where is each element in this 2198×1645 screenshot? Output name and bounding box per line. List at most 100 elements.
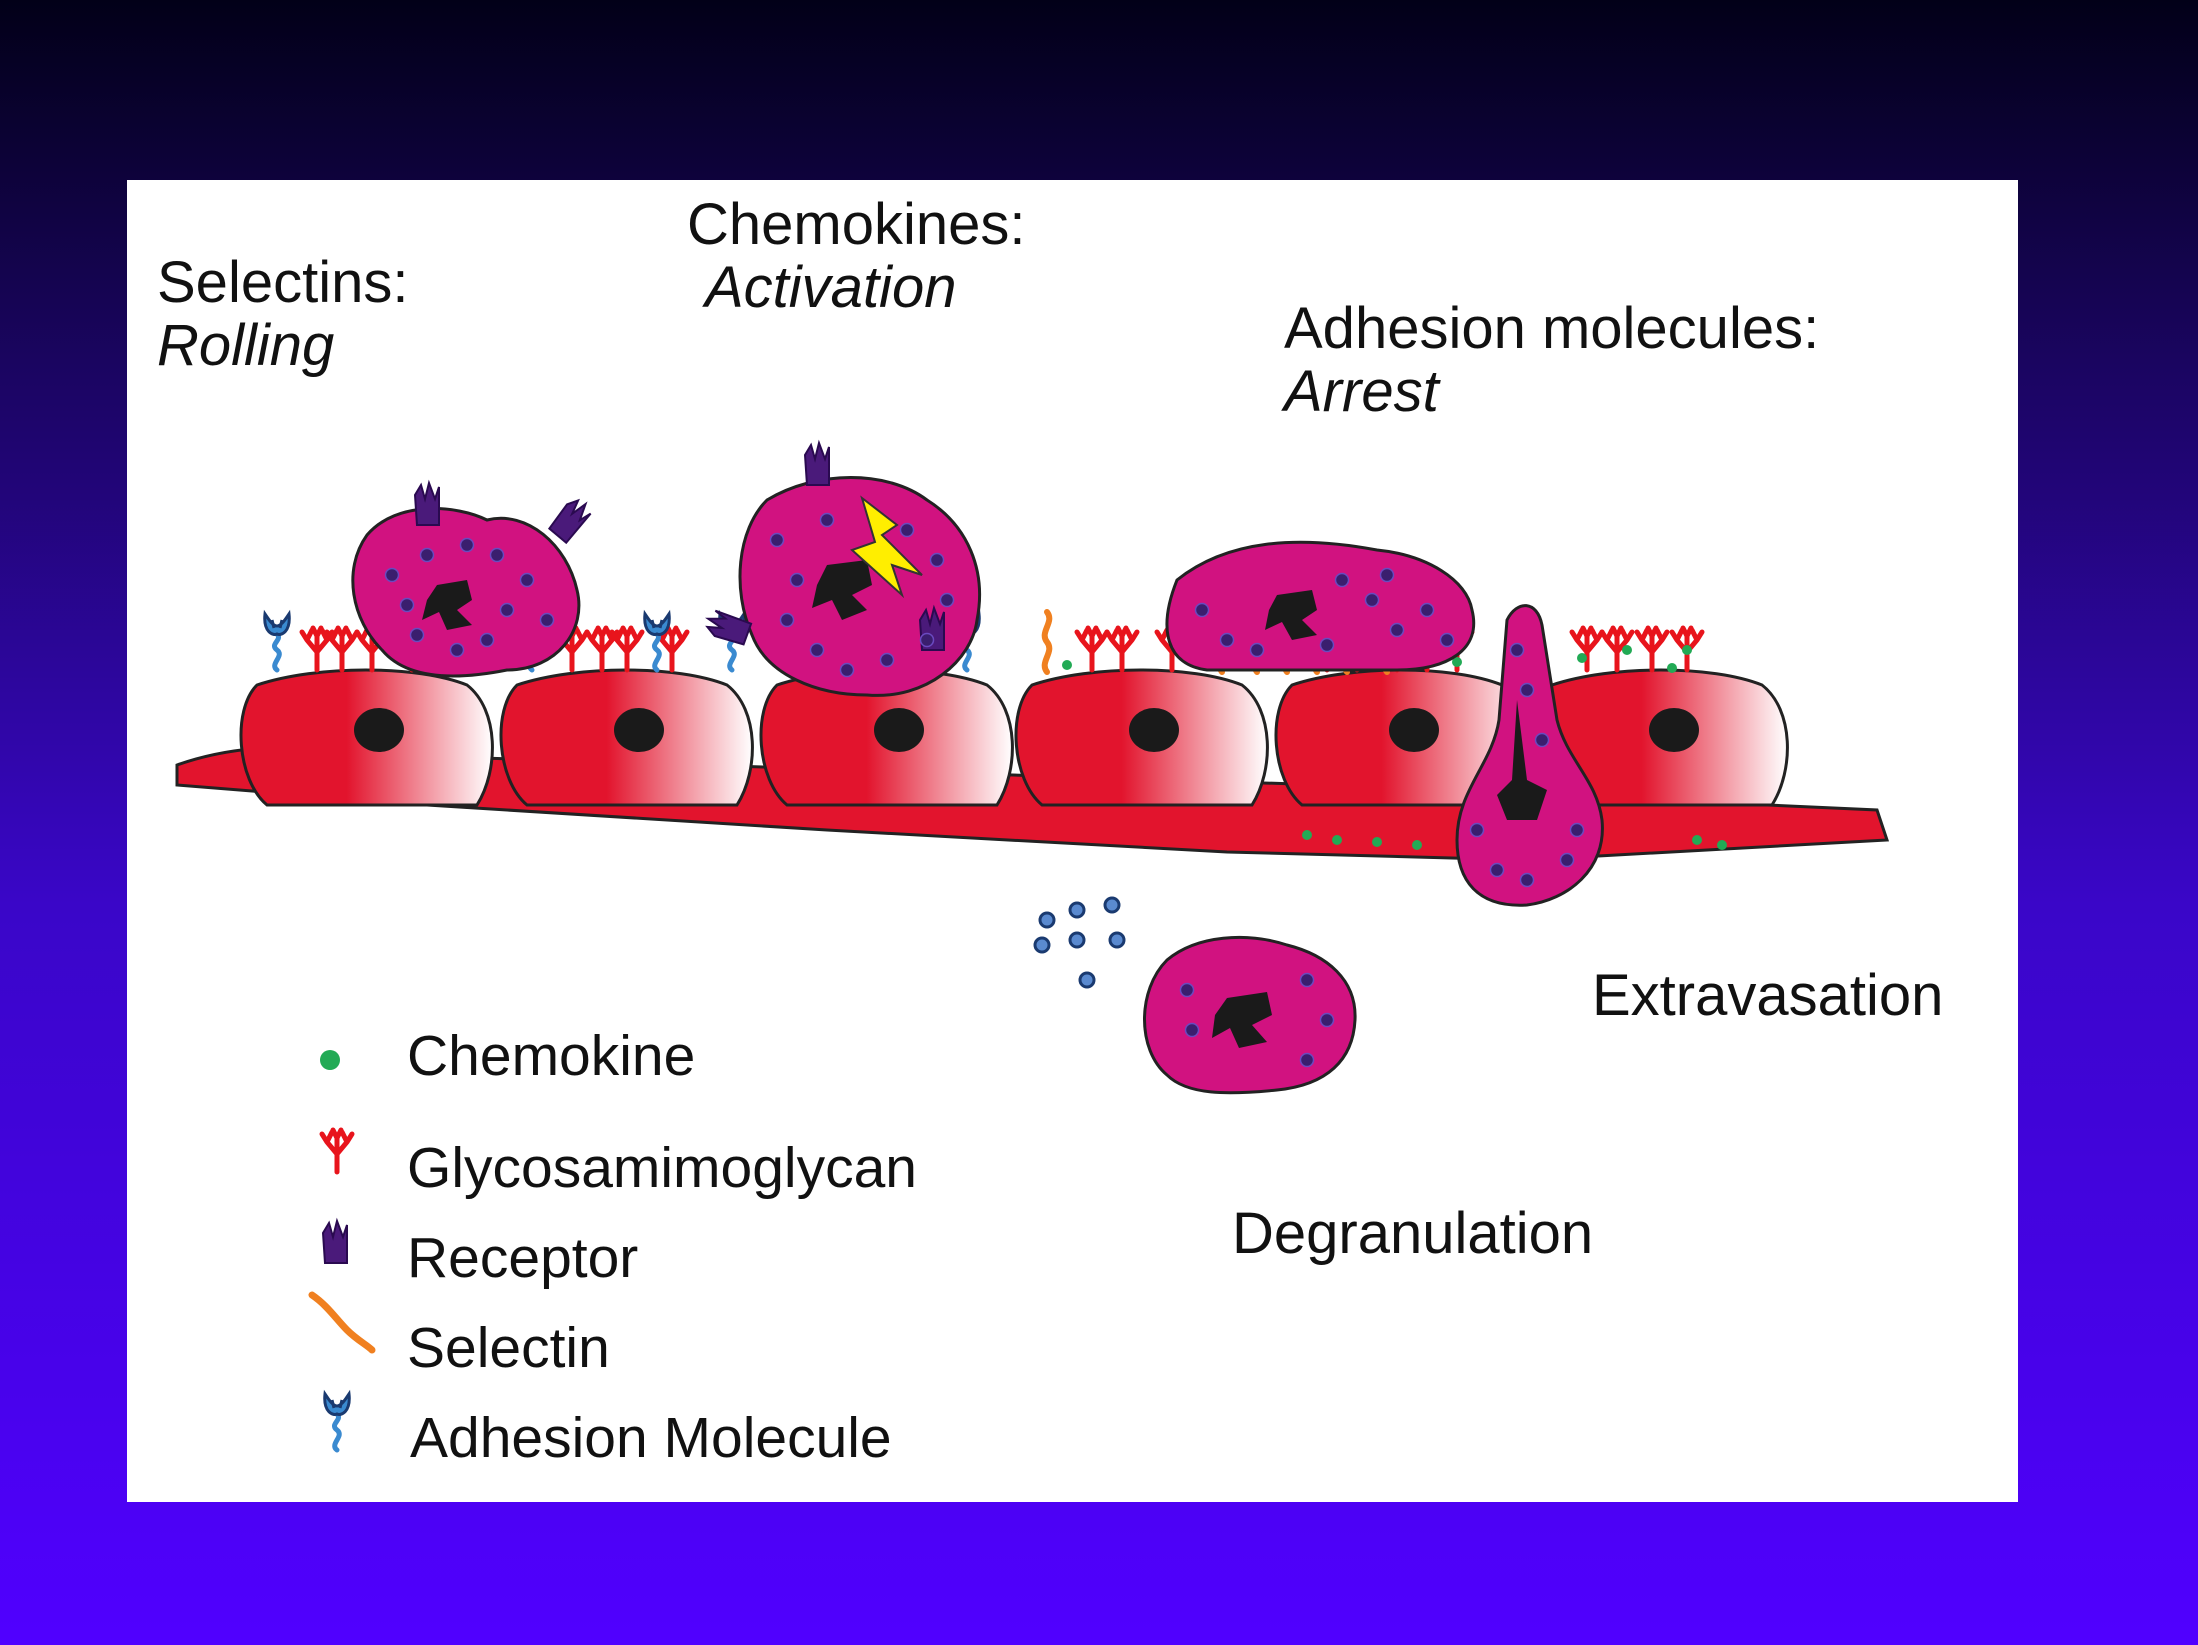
granule <box>1389 622 1405 638</box>
chemokine-dot <box>1302 830 1312 840</box>
nucleus <box>354 708 404 752</box>
leukocyte-granules <box>384 512 1585 1068</box>
granule <box>1334 572 1350 588</box>
leukocyte-recruitment-diagram <box>175 442 1890 1502</box>
chemokine-dot <box>1622 645 1632 655</box>
granule <box>449 642 465 658</box>
legend-symbols <box>308 1050 376 1450</box>
chemokine-dot <box>1372 837 1382 847</box>
granule <box>939 592 955 608</box>
chemokine-dot <box>1667 663 1677 673</box>
granule <box>409 627 425 643</box>
granule <box>1184 1022 1200 1038</box>
granule <box>1249 642 1265 658</box>
nucleus <box>614 708 664 752</box>
gag-molecule <box>1572 628 1602 670</box>
legend-chemokine: Chemokine <box>407 1024 696 1088</box>
gag-icon <box>322 1130 352 1172</box>
chemokine-dot <box>1577 653 1587 663</box>
gag-molecule <box>1637 628 1667 670</box>
lightning-icon <box>850 495 923 599</box>
granule <box>1534 732 1550 748</box>
granule <box>1419 602 1435 618</box>
selectins-label: Selectins: Rolling <box>157 250 409 378</box>
chemokine-dot <box>1717 840 1727 850</box>
activated-leukocyte <box>702 442 982 697</box>
granule <box>489 547 505 563</box>
released-granule <box>1068 901 1086 919</box>
granule <box>1469 822 1485 838</box>
granule <box>929 552 945 568</box>
granule <box>459 537 475 553</box>
receptor-icon <box>322 1220 348 1264</box>
granule <box>839 662 855 678</box>
chemokine-icon <box>320 1050 340 1070</box>
gag-molecule <box>1107 628 1137 670</box>
granule <box>1489 862 1505 878</box>
nucleus <box>874 708 924 752</box>
released-granule <box>1068 931 1086 949</box>
granule <box>1319 637 1335 653</box>
adhesion-subtitle: Arrest <box>1284 358 1439 424</box>
granule <box>1194 602 1210 618</box>
chemokines-label: Chemokines: Activation <box>687 193 1025 320</box>
adhesion-molecule <box>265 614 290 670</box>
released-granule <box>1078 971 1096 989</box>
chemokine-dot <box>1692 835 1702 845</box>
extravasating-leukocyte <box>1455 604 1604 907</box>
legend-receptor: Receptor <box>407 1226 639 1290</box>
arrested-leukocyte <box>1165 540 1476 672</box>
granule <box>1219 632 1235 648</box>
legend-gag: Glycosamimoglycan <box>407 1136 917 1200</box>
selectins-title: Selectins: <box>157 250 409 315</box>
granule <box>779 612 795 628</box>
selectin-icon <box>308 1291 376 1354</box>
nucleus <box>1389 708 1439 752</box>
granule <box>1439 632 1455 648</box>
granule <box>789 572 805 588</box>
granule <box>919 632 935 648</box>
granule <box>819 512 835 528</box>
granule <box>1509 642 1525 658</box>
chemokine-dot <box>1062 660 1072 670</box>
legend-selectin: Selectin <box>407 1316 610 1380</box>
diagram-panel: Selectins: Rolling Chemokines: Activatio… <box>127 180 2018 1502</box>
chemokines-subtitle: Activation <box>705 254 957 320</box>
extravasation-label: Extravasation <box>1592 963 1944 1028</box>
released-granules <box>1033 896 1126 989</box>
chemokine-dot <box>1682 645 1692 655</box>
granule <box>1299 972 1315 988</box>
chemokine-dot <box>1412 840 1422 850</box>
released-granule <box>1038 911 1056 929</box>
granule <box>1364 592 1380 608</box>
granule <box>1299 1052 1315 1068</box>
adhesion-molecule-icon <box>325 1394 350 1450</box>
granule <box>1519 682 1535 698</box>
nucleus <box>1129 708 1179 752</box>
granule <box>519 572 535 588</box>
legend-adhesion: Adhesion Molecule <box>410 1406 892 1470</box>
granule <box>539 612 555 628</box>
released-granule <box>1103 896 1121 914</box>
chemokine-dot <box>1452 657 1462 667</box>
granule <box>1379 567 1395 583</box>
gag-molecule <box>1077 628 1107 670</box>
adhesion-title: Adhesion molecules: <box>1284 296 1820 361</box>
chemokine-dot <box>1332 835 1342 845</box>
granule <box>1569 822 1585 838</box>
granule <box>879 652 895 668</box>
adhesion-label: Adhesion molecules: Arrest <box>1284 296 1820 424</box>
granule <box>479 632 495 648</box>
granule <box>1179 982 1195 998</box>
nucleus <box>1649 708 1699 752</box>
granule <box>769 532 785 548</box>
granule <box>499 602 515 618</box>
granule <box>809 642 825 658</box>
released-granule <box>1108 931 1126 949</box>
granule <box>1559 852 1575 868</box>
granule <box>419 547 435 563</box>
granule <box>399 597 415 613</box>
selectins-subtitle: Rolling <box>157 312 335 378</box>
selectin-molecule <box>1045 612 1050 672</box>
granule <box>1519 872 1535 888</box>
